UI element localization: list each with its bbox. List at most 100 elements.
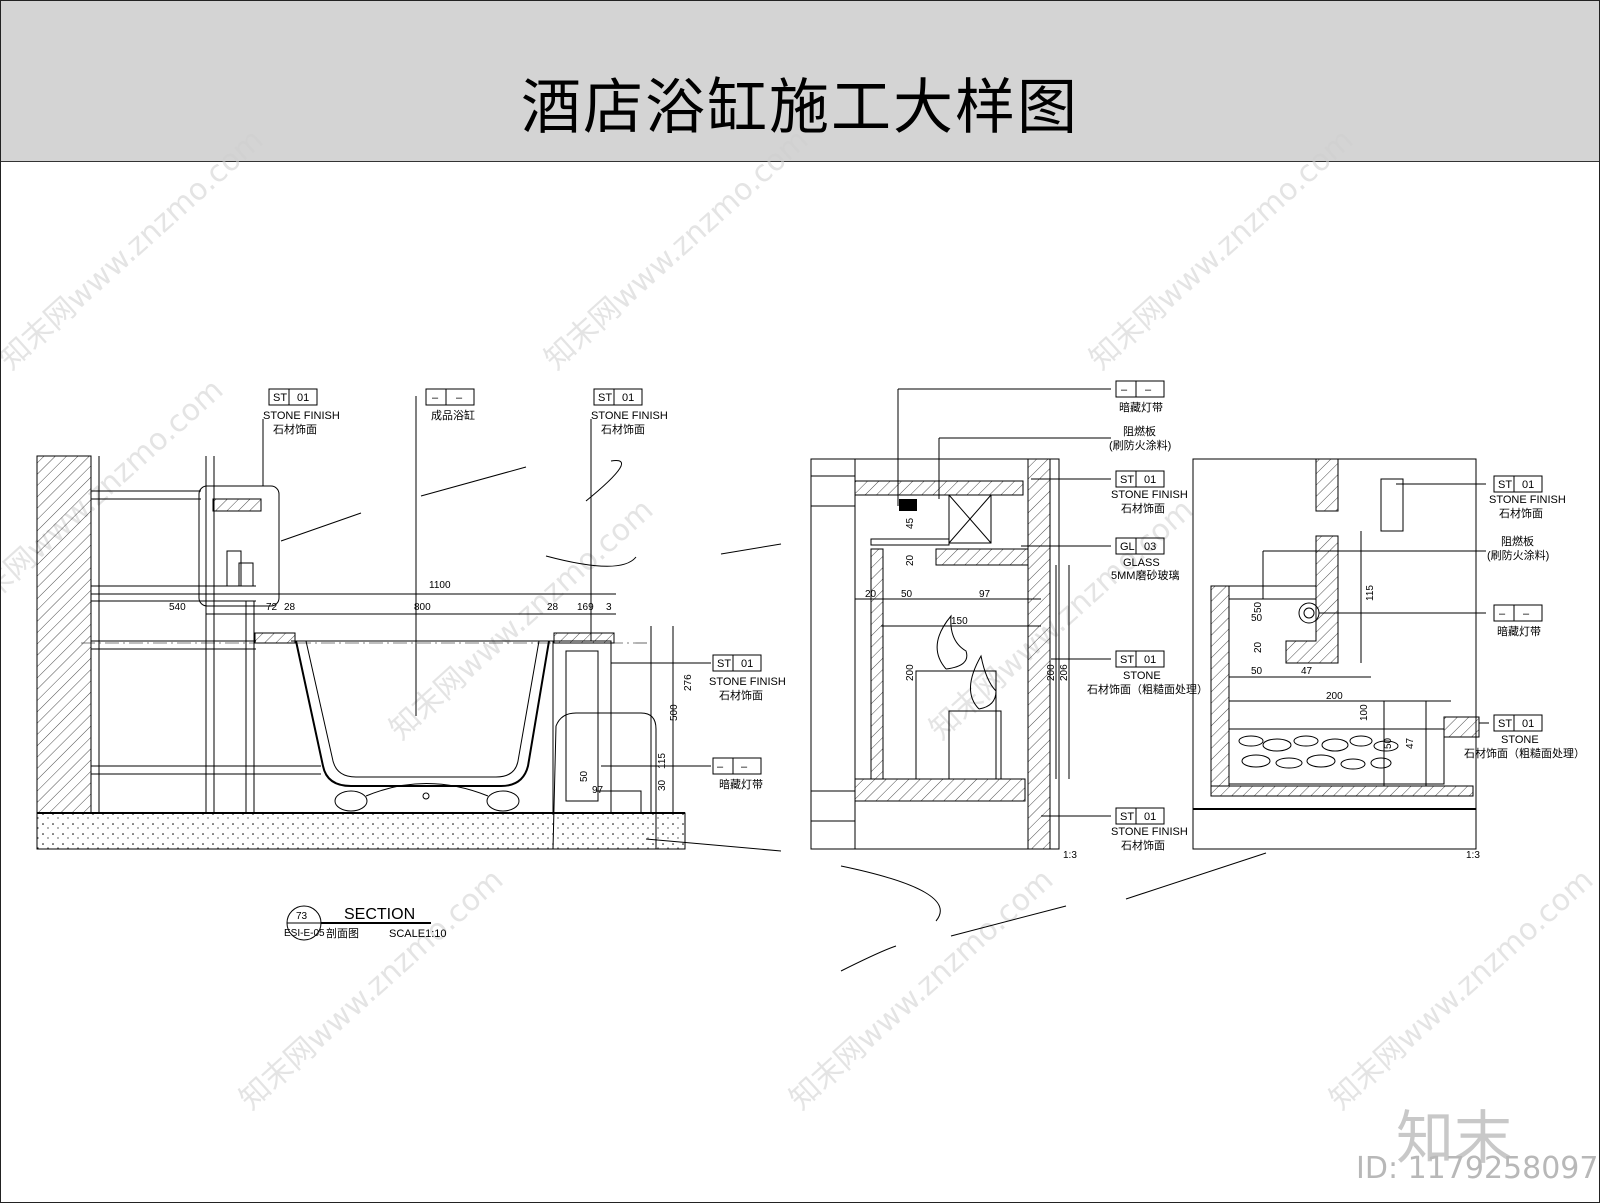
middle-detail-drawing xyxy=(810,388,1111,972)
dimension-text: 206 xyxy=(1059,664,1070,681)
watermark-text: 知末网www.znzmo.com xyxy=(538,122,815,377)
tag-number: – xyxy=(1145,384,1152,396)
tag-code: GL xyxy=(1120,541,1135,553)
right-detail-callouts: ST 01 STONE FINISH 石材饰面 阻燃板 (刷防火涂料) – – … xyxy=(1464,475,1585,861)
tag-number: 01 xyxy=(1144,474,1156,486)
middle-detail-dimensions: 45 20 20 50 97 150 200 200 206 xyxy=(865,517,1070,681)
tag-code: ST xyxy=(1498,718,1512,730)
dimension-text: 97 xyxy=(979,589,991,600)
tag-code: – xyxy=(432,392,439,404)
tag-number: 01 xyxy=(741,658,753,670)
stone-finish-label: STONE FINISH xyxy=(709,676,786,688)
tag-number: – xyxy=(456,392,463,404)
dimension-text: 30 xyxy=(657,779,668,791)
tag-code: ST xyxy=(1120,474,1134,486)
dimension-text: 3 xyxy=(606,602,612,613)
watermark-text: 知末网www.znzmo.com xyxy=(1083,122,1360,377)
dimension-text: 169 xyxy=(577,602,594,613)
tag-number: – xyxy=(741,761,748,773)
dimension-text: 20 xyxy=(865,589,877,600)
tag-code: ST xyxy=(1498,479,1512,491)
stone-finish-label: STONE FINISH xyxy=(1111,826,1188,838)
stone-finish-label: STONE FINISH xyxy=(591,410,668,422)
watermark-text: 知末网www.znzmo.com xyxy=(233,862,510,1117)
hidden-light-label: 暗藏灯带 xyxy=(719,777,763,791)
title-bar: 酒店浴缸施工大样图 xyxy=(1,1,1599,162)
dimension-text: 47 xyxy=(1405,737,1416,749)
tag-code: ST xyxy=(1120,654,1134,666)
watermark-text: 知末网www.znzmo.com xyxy=(1,122,270,377)
dimension-text: 200 xyxy=(905,664,916,681)
dimension-text: 28 xyxy=(284,602,296,613)
tag-number: 01 xyxy=(1144,654,1156,666)
dimension-text: 50 xyxy=(579,770,590,782)
hidden-light-label: 暗藏灯带 xyxy=(1119,400,1163,414)
stone-cn-label: 石材饰面 xyxy=(719,688,763,702)
stone-cn-label: 石材饰面 xyxy=(273,422,317,436)
fire-board-label: 阻燃板 xyxy=(1501,534,1534,548)
fire-paint-label: (刷防火涂料) xyxy=(1487,548,1549,562)
glass-label: GLASS xyxy=(1123,557,1160,569)
stone-cn-label: 石材饰面 xyxy=(601,422,645,436)
dimension-text: 50 xyxy=(1251,613,1263,624)
dimension-text: 150 xyxy=(951,616,968,627)
stone-cn-label: 石材饰面 xyxy=(1121,838,1165,852)
tag-number: 01 xyxy=(1522,479,1534,491)
stone-rough-label: 石材饰面（粗糙面处理） xyxy=(1464,746,1585,760)
dimension-text: 47 xyxy=(1301,666,1313,677)
watermark-text: 知末网www.znzmo.com xyxy=(1323,862,1599,1117)
dimension-text: 20 xyxy=(1253,641,1264,653)
glass-cn-label: 5MM磨砂玻璃 xyxy=(1111,568,1179,582)
section-title-cn: 剖面图 xyxy=(326,926,359,940)
dimension-text: 50 xyxy=(1253,601,1264,613)
watermark-layer: 知末网www.znzmo.com 知末网www.znzmo.com 知末网www… xyxy=(1,122,1599,1117)
tag-number: 01 xyxy=(622,392,634,404)
tag-code: ST xyxy=(717,658,731,670)
tag-code: – xyxy=(1499,608,1506,620)
tag-number: 01 xyxy=(297,392,309,404)
dimension-text: 45 xyxy=(905,517,916,529)
right-detail-drawing xyxy=(1125,458,1489,900)
stone-finish-label: STONE FINISH xyxy=(263,410,340,422)
tag-code: – xyxy=(1121,384,1128,396)
tag-number: 01 xyxy=(1522,718,1534,730)
dimension-text: 50 xyxy=(1383,737,1394,749)
fire-paint-label: (刷防火涂料) xyxy=(1109,438,1171,452)
section-scale: SCALE1:10 xyxy=(389,928,446,940)
dimension-text: 500 xyxy=(669,704,680,721)
watermark-text: 知末网www.znzmo.com xyxy=(783,862,1060,1117)
stone-finish-label: STONE FINISH xyxy=(1111,489,1188,501)
middle-detail-callouts: – – 暗藏灯带 阻燃板 (刷防火涂料) ST 01 STONE FINISH … xyxy=(1063,380,1208,861)
stone-finish-label: STONE FINISH xyxy=(1489,494,1566,506)
tag-code: ST xyxy=(598,392,612,404)
dimension-text: 800 xyxy=(414,602,431,613)
page-title: 酒店浴缸施工大样图 xyxy=(521,73,1079,143)
section-number: 73 xyxy=(296,911,308,922)
tag-number: 03 xyxy=(1144,541,1156,553)
section-title-block: 73 ESI-E-05 SECTION 剖面图 SCALE1:10 xyxy=(284,905,446,941)
tag-code: ST xyxy=(273,392,287,404)
image-id-watermark: ID: 1179258097 xyxy=(1356,1151,1599,1186)
tag-number: 01 xyxy=(1144,811,1156,823)
dimension-text: 97 xyxy=(592,785,604,796)
stone-label: STONE xyxy=(1501,734,1539,746)
detail-scale: 1:3 xyxy=(1063,850,1077,861)
dimension-text: 276 xyxy=(683,674,694,691)
stone-label: STONE xyxy=(1123,670,1161,682)
dimension-text: 200 xyxy=(1046,664,1057,681)
left-section-callouts: ST 01 STONE FINISH 石材饰面 – – 成品浴缸 ST 01 S… xyxy=(263,388,786,791)
dimension-text: 100 xyxy=(1359,704,1370,721)
tag-number: – xyxy=(1523,608,1530,620)
dimension-text: 72 xyxy=(266,602,278,613)
left-section-drawing xyxy=(36,396,782,852)
stone-cn-label: 石材饰面 xyxy=(1499,506,1543,520)
bathtub-label: 成品浴缸 xyxy=(431,408,475,422)
fire-board-label: 阻燃板 xyxy=(1123,424,1156,438)
detail-scale: 1:3 xyxy=(1466,850,1480,861)
tag-code: – xyxy=(717,761,724,773)
brand-watermark: 知末 xyxy=(1396,1104,1513,1172)
stone-rough-label: 石材饰面（粗糙面处理） xyxy=(1087,682,1208,696)
pebble-bed xyxy=(1238,735,1399,770)
